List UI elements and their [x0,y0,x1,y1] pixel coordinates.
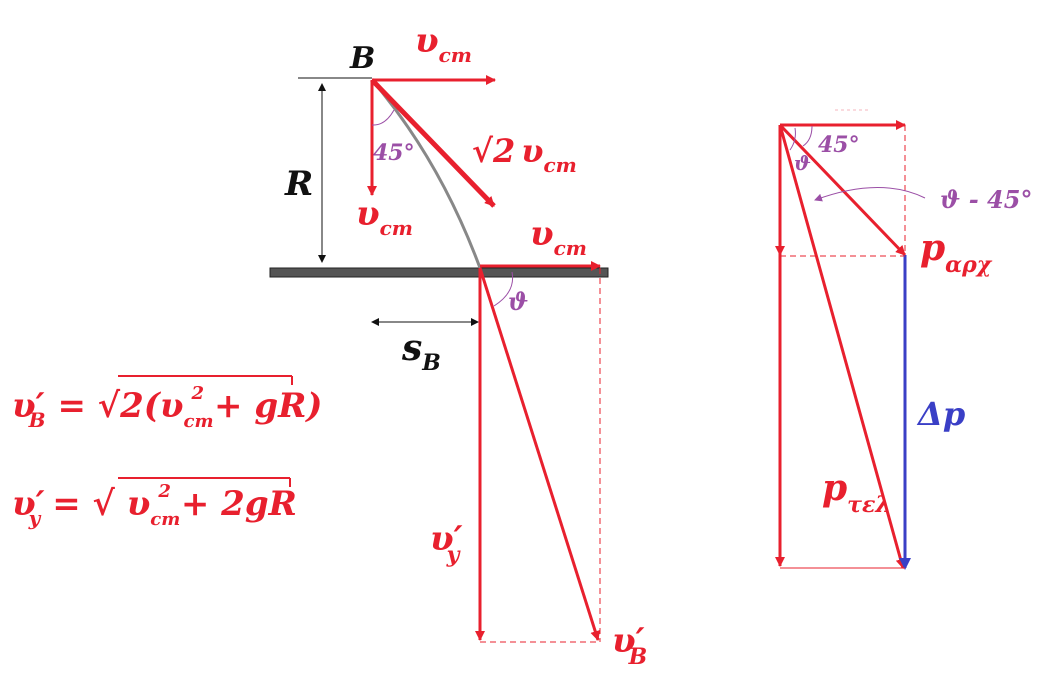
angle-arc-45-momentum [802,125,813,147]
label-p-final: pτελ [822,467,891,518]
label-angle-45-B: 45° [373,140,415,166]
theta-minus-45-leader [814,187,926,202]
angle-arc-45-B [371,109,395,126]
sqrt2-vcm-arrow [370,78,496,208]
p-initial-arrow [778,123,907,257]
label-vB-prime: υ′B [612,621,647,670]
label-vy-prime: υ′y [430,519,463,568]
label-p-initial: pαρχ [920,227,993,278]
svg-text:υ′y= √ υcm2+ 2gR: υ′y= √ υcm2+ 2gR [12,481,297,530]
angle-arc-theta-bottom [493,271,514,307]
label-vcm-left: υcm [356,194,413,240]
angle-arc-theta-momentum [789,127,796,151]
label-theta-bottom: ϑ [508,287,528,316]
ground-surface [269,267,609,278]
label-point-B: B [349,41,375,76]
vB-prime-arrow [478,267,601,641]
equation-vy: υ′y= √ υcm2+ 2gR [12,477,297,530]
label-theta-momentum: ϑ [794,151,811,175]
svg-text:υ′B= √2(υcm2+ gR): υ′B= √2(υcm2+ gR) [12,383,322,432]
label-angle-45-momentum: 45° [818,132,860,158]
p-final-arrow [778,124,906,569]
equation-vB: υ′B= √2(υcm2+ gR) [12,375,322,432]
label-radius-R: R [284,164,313,204]
label-delta-p: Δp [916,395,965,433]
label-vcm-bottom: υcm [530,214,587,260]
label-vcm-top: υcm [415,21,472,67]
label-displacement-sB: sB [401,327,441,376]
label-theta-minus-45: ϑ - 45° [940,185,1032,214]
